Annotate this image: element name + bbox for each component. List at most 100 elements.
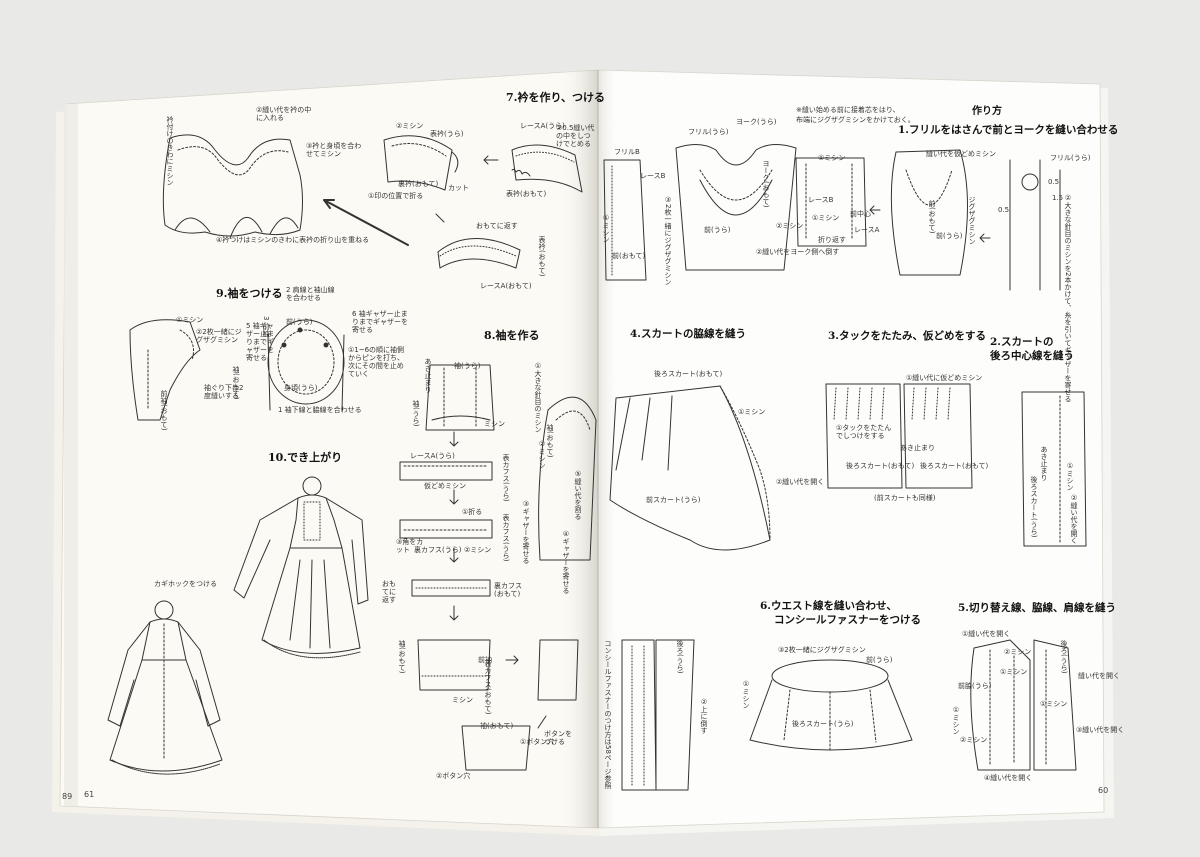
step7-label: 表衿(おもて) — [506, 190, 547, 198]
note-line-1: ※縫い始める前に接着芯をはり、 — [796, 106, 900, 114]
step7-vlabel: 表衿(おもて) — [538, 236, 547, 277]
step9-sleeve-pinning — [267, 319, 345, 411]
step8-label: 前袖 — [478, 656, 492, 664]
step1-label: フリル(うら) — [688, 128, 729, 136]
step8-label: ①折る — [462, 508, 483, 516]
step1-label: ①ミシン — [812, 214, 840, 222]
step7-vlabel: 衿付けのきわにミシン — [166, 116, 175, 186]
step7-label: ①0.5縫い代の中をしつけでとめる — [556, 124, 595, 149]
step1-label: ②ミシン — [776, 222, 804, 230]
step7-label: レースA(おもて) — [480, 282, 532, 290]
step1-front-piece — [890, 149, 968, 276]
step5-label: ③縫い代を開く — [1076, 726, 1125, 734]
step8-heading: 8.袖を作る — [484, 329, 540, 342]
step6-vlabel: ②上に倒す — [700, 698, 709, 734]
step2-vlabel: ②縫い代を開く — [1070, 494, 1079, 544]
step1-label: フリル(うら) — [1050, 154, 1091, 162]
step2-heading-line2: 後ろ中心線を縫う — [990, 350, 1074, 362]
step5-label: ①ミシン — [1000, 668, 1028, 676]
step7-label: ④衿つけはミシンのきわに表衿の折り山を重ねる — [216, 236, 370, 244]
step3-label: (前スカートも同様) — [874, 494, 936, 502]
step1-label: 1.5 — [1052, 194, 1064, 202]
step4-label: ①ミシン — [738, 408, 766, 416]
step6-heading: 6.ウエスト線を縫い合わせ、 — [760, 600, 897, 612]
finished-dress-back — [107, 600, 223, 775]
step7-collar-cutting — [383, 135, 459, 191]
step1-vlabel: ③2枚一緒にジグザグミシン — [664, 196, 673, 286]
step8-vlabel: ②ミシン — [538, 440, 547, 469]
step7-collar-turned — [437, 238, 521, 269]
step5-vlabel: ①ミシン — [952, 706, 961, 735]
step5-label: ①縫い代を開く — [962, 630, 1011, 638]
step1-vlabel: ヨーク(おもて) — [762, 160, 771, 208]
step3-label: あき止まり — [900, 444, 935, 452]
step1-label: ①ミシン — [818, 154, 846, 162]
step2-heading: 2.スカートの — [990, 336, 1054, 348]
step1-frill-detail — [1009, 159, 1061, 291]
step9-label: ①ミシン — [176, 316, 204, 324]
step6-label: ③2枚一緒にジグザグミシン — [778, 646, 866, 654]
page-number-left: 61 — [84, 790, 95, 799]
step6-heading-line2: コンシールファスナーをつける — [774, 614, 921, 626]
step5-label-bottom: ④縫い代を開く — [984, 774, 1033, 782]
step8-vlabel: ⑤縫い代を割る — [574, 470, 583, 520]
right-page — [597, 69, 1105, 829]
step7-label: 裏衿(おもて) — [398, 180, 439, 188]
step9-label: 前(うら) — [286, 318, 313, 326]
step8-label: ②ボタン穴 — [436, 772, 471, 780]
arrow-left — [483, 155, 499, 165]
step8-vlabel: あき止まり — [424, 358, 433, 393]
step1-label: レースB — [808, 196, 834, 204]
step2-vlabel: ①ミシン — [1066, 462, 1075, 491]
step7-label: ①印の位置で折る — [368, 192, 424, 200]
step1-heading: 1.フリルをはさんで前とヨークを縫い合わせる — [898, 124, 1119, 136]
step9-label: 5 袖ギャザー止まりまでギャザーを寄せる — [246, 322, 274, 363]
step1-label: 前(うら) — [936, 232, 963, 240]
step4-skirt-side-seam — [609, 385, 771, 551]
step9-label: 1 袖下線と脇線を合わせる — [278, 406, 362, 414]
step1-label: 0.5 — [998, 206, 1010, 214]
step10-label: カギホックをつける — [154, 580, 217, 588]
step6-zipper — [621, 639, 695, 791]
step2-vlabel: 後ろスカート(うら) — [1030, 476, 1039, 538]
step2-back-center-seam — [1021, 391, 1087, 547]
step4-label: 前スカート(うら) — [646, 496, 701, 504]
step8-label: レースA(うら) — [410, 452, 455, 460]
step8-sleeve-large — [538, 396, 597, 561]
step8-label: ミシン — [484, 420, 505, 428]
step1-label: レースA — [854, 226, 880, 234]
step8-label: 袖(おもて) — [480, 722, 514, 730]
step8-cuff-turned — [411, 579, 491, 597]
step8-cuff-fold — [399, 519, 493, 539]
step1-label: 折り返す — [818, 236, 846, 244]
step9-label: 6 袖ギャザー止まりまでギャザーを寄せる — [352, 310, 408, 335]
step9-label: 袖ぐり下は2度縫いする — [204, 384, 244, 401]
step8-label: ③角をカット — [396, 538, 424, 555]
finished-dress-front — [233, 476, 369, 659]
arrow-to-bodice — [323, 199, 409, 246]
step9-label: ①1~6の順に袖側からピンを打ち、次にその間を止めていく — [348, 346, 405, 379]
step1-label: 前(うら) — [704, 226, 731, 234]
step1-label: フリルB — [614, 148, 640, 156]
step8-vlabel: 表カフス(うら) — [502, 514, 511, 562]
step8-label: 袖(うら) — [454, 362, 481, 370]
step6-waist-seam — [749, 659, 913, 753]
step5-label: ①ミシン — [1040, 700, 1068, 708]
step9-vlabel: 前袖(おもて) — [160, 390, 169, 431]
step9-vlabel: 袖(おもて) — [232, 366, 241, 400]
step8-sleeve-cuff — [425, 364, 495, 431]
step8-label: ボタンをつける — [544, 730, 572, 747]
step9-heading: 9.袖をつける — [216, 287, 283, 300]
step7-collar-lace — [511, 144, 583, 193]
step9-vlabel: 3 前袖 — [262, 316, 271, 337]
step1-vlabel: 前(おもて) — [928, 200, 937, 234]
step9-sleeve-attach — [129, 319, 201, 421]
step9-label: 身頃(うら) — [284, 384, 318, 392]
step8-vlabel: 表カフス(うら) — [502, 454, 511, 502]
step1-label: 前(おもて) — [612, 252, 646, 260]
step8-label: 裏カフス(おもて) — [494, 582, 522, 599]
step3-label: ①縫い代に仮どめミシン — [906, 374, 983, 382]
step5-bodice-seams — [970, 639, 1077, 771]
step8-vlabel: ④ギャザーを寄せる — [562, 530, 571, 594]
page-number-right: 60 — [1098, 786, 1109, 795]
